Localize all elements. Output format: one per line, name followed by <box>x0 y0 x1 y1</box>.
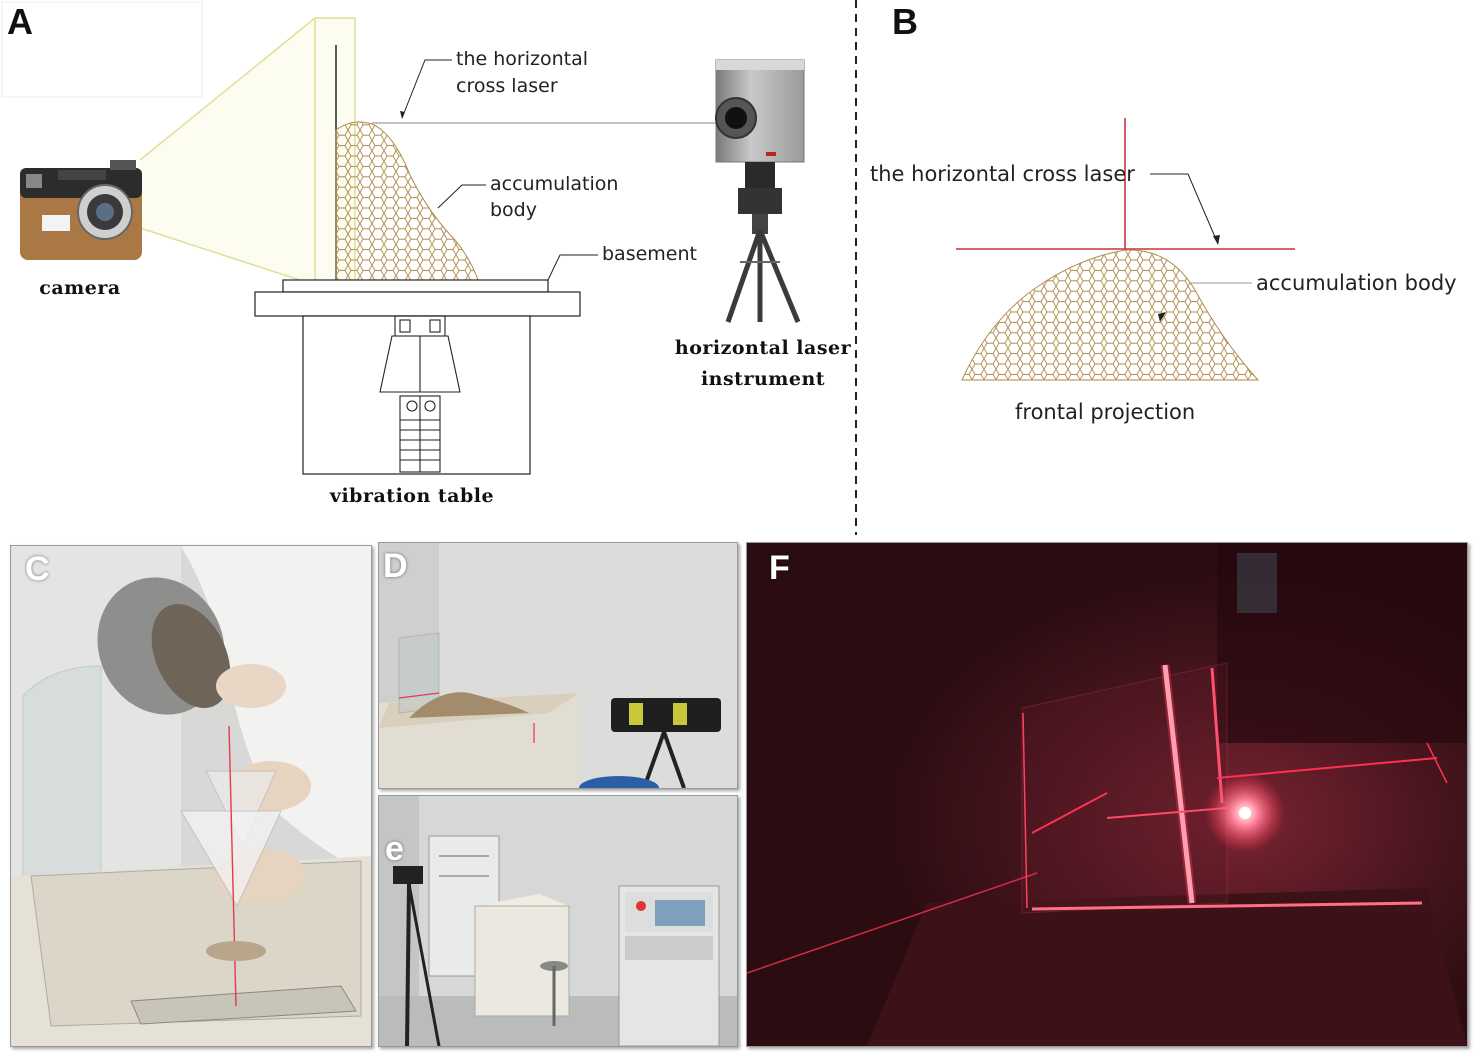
photo-f: F <box>746 542 1468 1047</box>
leader-laser <box>401 59 452 119</box>
panel-label-d: D <box>383 547 408 585</box>
faint-frame <box>1 1 203 98</box>
label-laser-b: the horizontal cross laser <box>870 162 1135 186</box>
leader-laser-b <box>1150 173 1219 245</box>
camera-view-cone <box>139 17 356 287</box>
label-laser-a-2: cross laser <box>456 75 558 97</box>
label-instrument-2: instrument <box>700 368 826 390</box>
photo-c: C <box>10 545 372 1047</box>
leader-body <box>437 184 486 209</box>
table-body <box>302 315 531 475</box>
label-laser-a-1: the horizontal <box>456 48 588 70</box>
accumulation-body <box>335 121 479 281</box>
panel-label-f: F <box>769 549 790 587</box>
photo-d: D <box>378 542 738 789</box>
table-top <box>254 291 581 317</box>
camera-icon <box>20 160 142 260</box>
label-basement: basement <box>602 243 697 265</box>
label-projection-b: frontal projection <box>1015 400 1196 424</box>
body-pointer-b <box>1158 312 1166 322</box>
basement <box>282 279 549 293</box>
panel-label-b: B <box>892 1 918 42</box>
label-body-a-2: body <box>490 199 537 221</box>
photo-e: e <box>378 795 738 1047</box>
label-instrument-1: horizontal laser <box>674 337 852 359</box>
panel-label-c: C <box>25 550 50 588</box>
panel-label-e: e <box>385 830 404 868</box>
panel-label-a: A <box>7 1 33 42</box>
vibrator-mechanism <box>379 315 461 473</box>
label-camera: camera <box>39 277 121 299</box>
frontal-projection-shape <box>961 249 1260 381</box>
label-body-b: accumulation body <box>1256 271 1457 295</box>
label-body-a-1: accumulation <box>490 173 619 195</box>
label-vibration-table: vibration table <box>329 485 495 507</box>
leader-basement <box>547 254 598 281</box>
diagram-a <box>1 0 1295 535</box>
laser-instrument-icon <box>715 59 805 323</box>
